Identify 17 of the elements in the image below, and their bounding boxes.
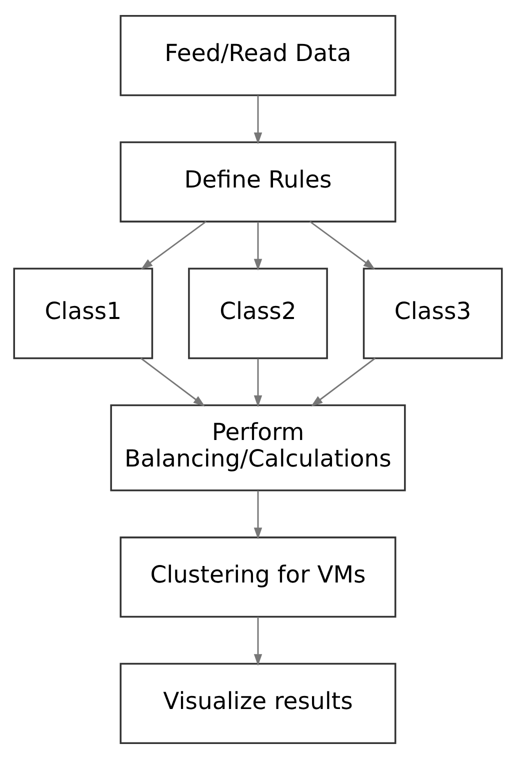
arrow [254, 358, 262, 407]
node-box: Define Rules [120, 140, 396, 222]
arrow [254, 490, 262, 539]
node-box: Class2 [188, 267, 328, 359]
arrow [140, 220, 206, 270]
arrow [140, 357, 206, 406]
node-box: Feed/Read Data [120, 14, 396, 96]
arrow [254, 94, 262, 144]
arrow [254, 616, 262, 666]
node-box: Visualize results [120, 662, 396, 744]
arrow [310, 357, 376, 406]
arrow [254, 221, 262, 270]
arrow [310, 220, 376, 270]
node-box: Perform Balancing/Calculations [110, 404, 406, 491]
node-box: Clustering for VMs [120, 536, 396, 618]
node-box: Class3 [362, 267, 503, 359]
node-box: Class1 [13, 267, 154, 359]
